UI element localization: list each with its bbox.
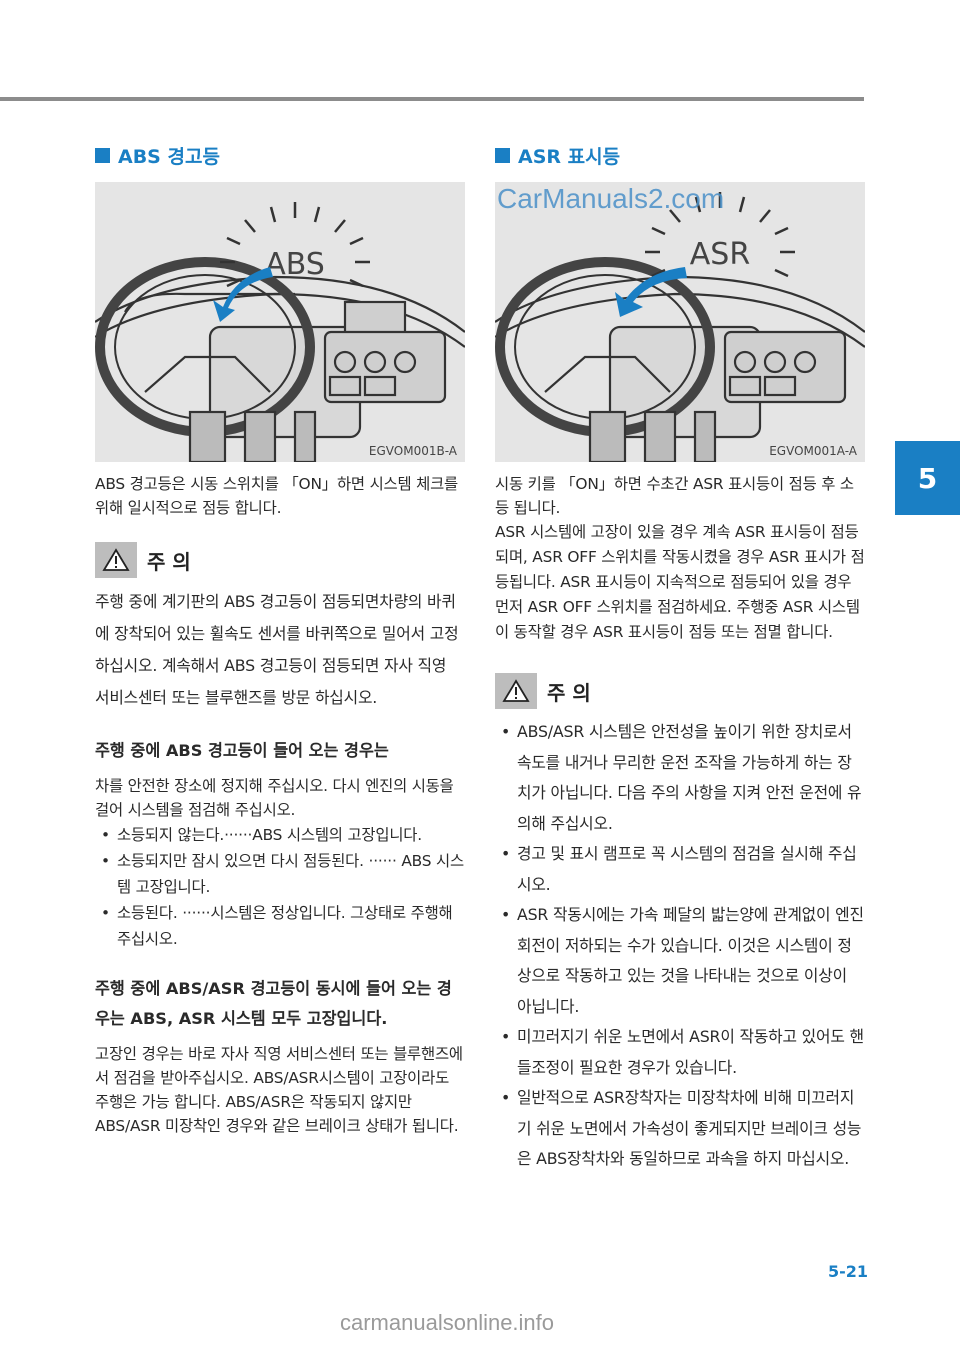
abs-dashboard-figure: ABS EGVOM001B-A [95, 182, 465, 462]
asr-section-title: ASR 표시등 [495, 140, 865, 170]
asr-detail-text: ASR 시스템에 고장이 있을 경우 계속 ASR 표시등이 점등되며, ASR… [495, 523, 865, 641]
warning-triangle-icon [495, 673, 537, 709]
subhead-abs-asr-text: 고장인 경우는 바로 자사 직영 서비스센터 또는 블루핸즈에서 점검을 받아주… [95, 1045, 463, 1135]
figure-warning-label: ASR [690, 237, 750, 272]
watermark: carmanualsonline.info [340, 1310, 555, 1335]
caution-heading: 주 의 [95, 542, 465, 578]
figure-code: EGVOM001A-A [769, 444, 857, 458]
asr-column: ASR 표시등 [495, 140, 865, 1175]
list-item: 경고 및 표시 램프로 꼭 시스템의 점검을 실시해 주십시오. [495, 839, 865, 900]
asr-intro-text: 시동 키를 「ON」하면 수초간 ASR 표시등이 점등 후 소등 됩니다. [495, 475, 854, 517]
abs-column: ABS 경고등 [95, 140, 465, 1138]
list-item: 소등되지만 잠시 있으면 다시 점등된다. ······ ABS 시스템 고장입… [95, 848, 465, 900]
list-item: 미끄러지기 쉬운 노면에서 ASR이 작동하고 있어도 핸들조정이 필요한 경우… [495, 1022, 865, 1083]
pointer-arrow-icon [615, 267, 687, 317]
figure-warning-label: ABS [265, 247, 325, 282]
caution-heading: 주 의 [495, 673, 865, 709]
caution-text: 주행 중에 계기판의 ABS 경고등이 점등되면차량의 바퀴에 장착되어 있는 … [95, 592, 459, 707]
chapter-tab: 5 [895, 441, 960, 515]
abs-status-list: 소등되지 않는다.······ABS 시스템의 고장입니다. 소등되지만 잠시 … [95, 822, 465, 952]
list-item: 일반적으로 ASR장착자는 미장착차에 비해 미끄러지기 쉬운 노면에서 가속성… [495, 1083, 865, 1175]
list-item: ABS/ASR 시스템은 안전성을 높이기 위한 장치로서 속도를 내거나 무리… [495, 717, 865, 839]
dashboard-illustration: ABS [95, 202, 465, 462]
abs-intro-text: ABS 경고등은 시동 스위치를 「ON」하면 시스템 체크를 위해 일시적으로… [95, 475, 459, 517]
header-rule [0, 97, 864, 101]
asr-dashboard-figure: ASR EGVOM001A-A [495, 182, 865, 462]
abs-section-title: ABS 경고등 [95, 140, 465, 170]
warning-triangle-icon [95, 542, 137, 578]
subhead-abs-asr: 주행 중에 ABS/ASR 경고등이 동시에 들어 오는 경우는 ABS, AS… [95, 979, 452, 1028]
pointer-arrow-icon [213, 267, 273, 322]
subhead-abs-on: 주행 중에 ABS 경고등이 들어 오는 경우는 [95, 741, 389, 760]
section-square-icon [495, 147, 510, 163]
list-item: 소등되지 않는다.······ABS 시스템의 고장입니다. [95, 822, 465, 848]
figure-code: EGVOM001B-A [368, 444, 457, 458]
subhead-abs-on-text: 차를 안전한 장소에 정지해 주십시오. 다시 엔진의 시동을 걸어 시스템을 … [95, 777, 454, 819]
asr-caution-list: ABS/ASR 시스템은 안전성을 높이기 위한 장치로서 속도를 내거나 무리… [495, 717, 865, 1175]
dashboard-illustration: ASR [495, 192, 865, 462]
list-item: 소등된다. ······시스템은 정상입니다. 그상태로 주행해 주십시오. [95, 900, 465, 952]
list-item: ASR 작동시에는 가속 페달의 밟는양에 관계없이 엔진회전이 저하되는 수가… [495, 900, 865, 1022]
page-number: 5-21 [828, 1262, 869, 1281]
section-square-icon [95, 147, 110, 163]
watermark: CarManuals2.com [497, 183, 725, 214]
